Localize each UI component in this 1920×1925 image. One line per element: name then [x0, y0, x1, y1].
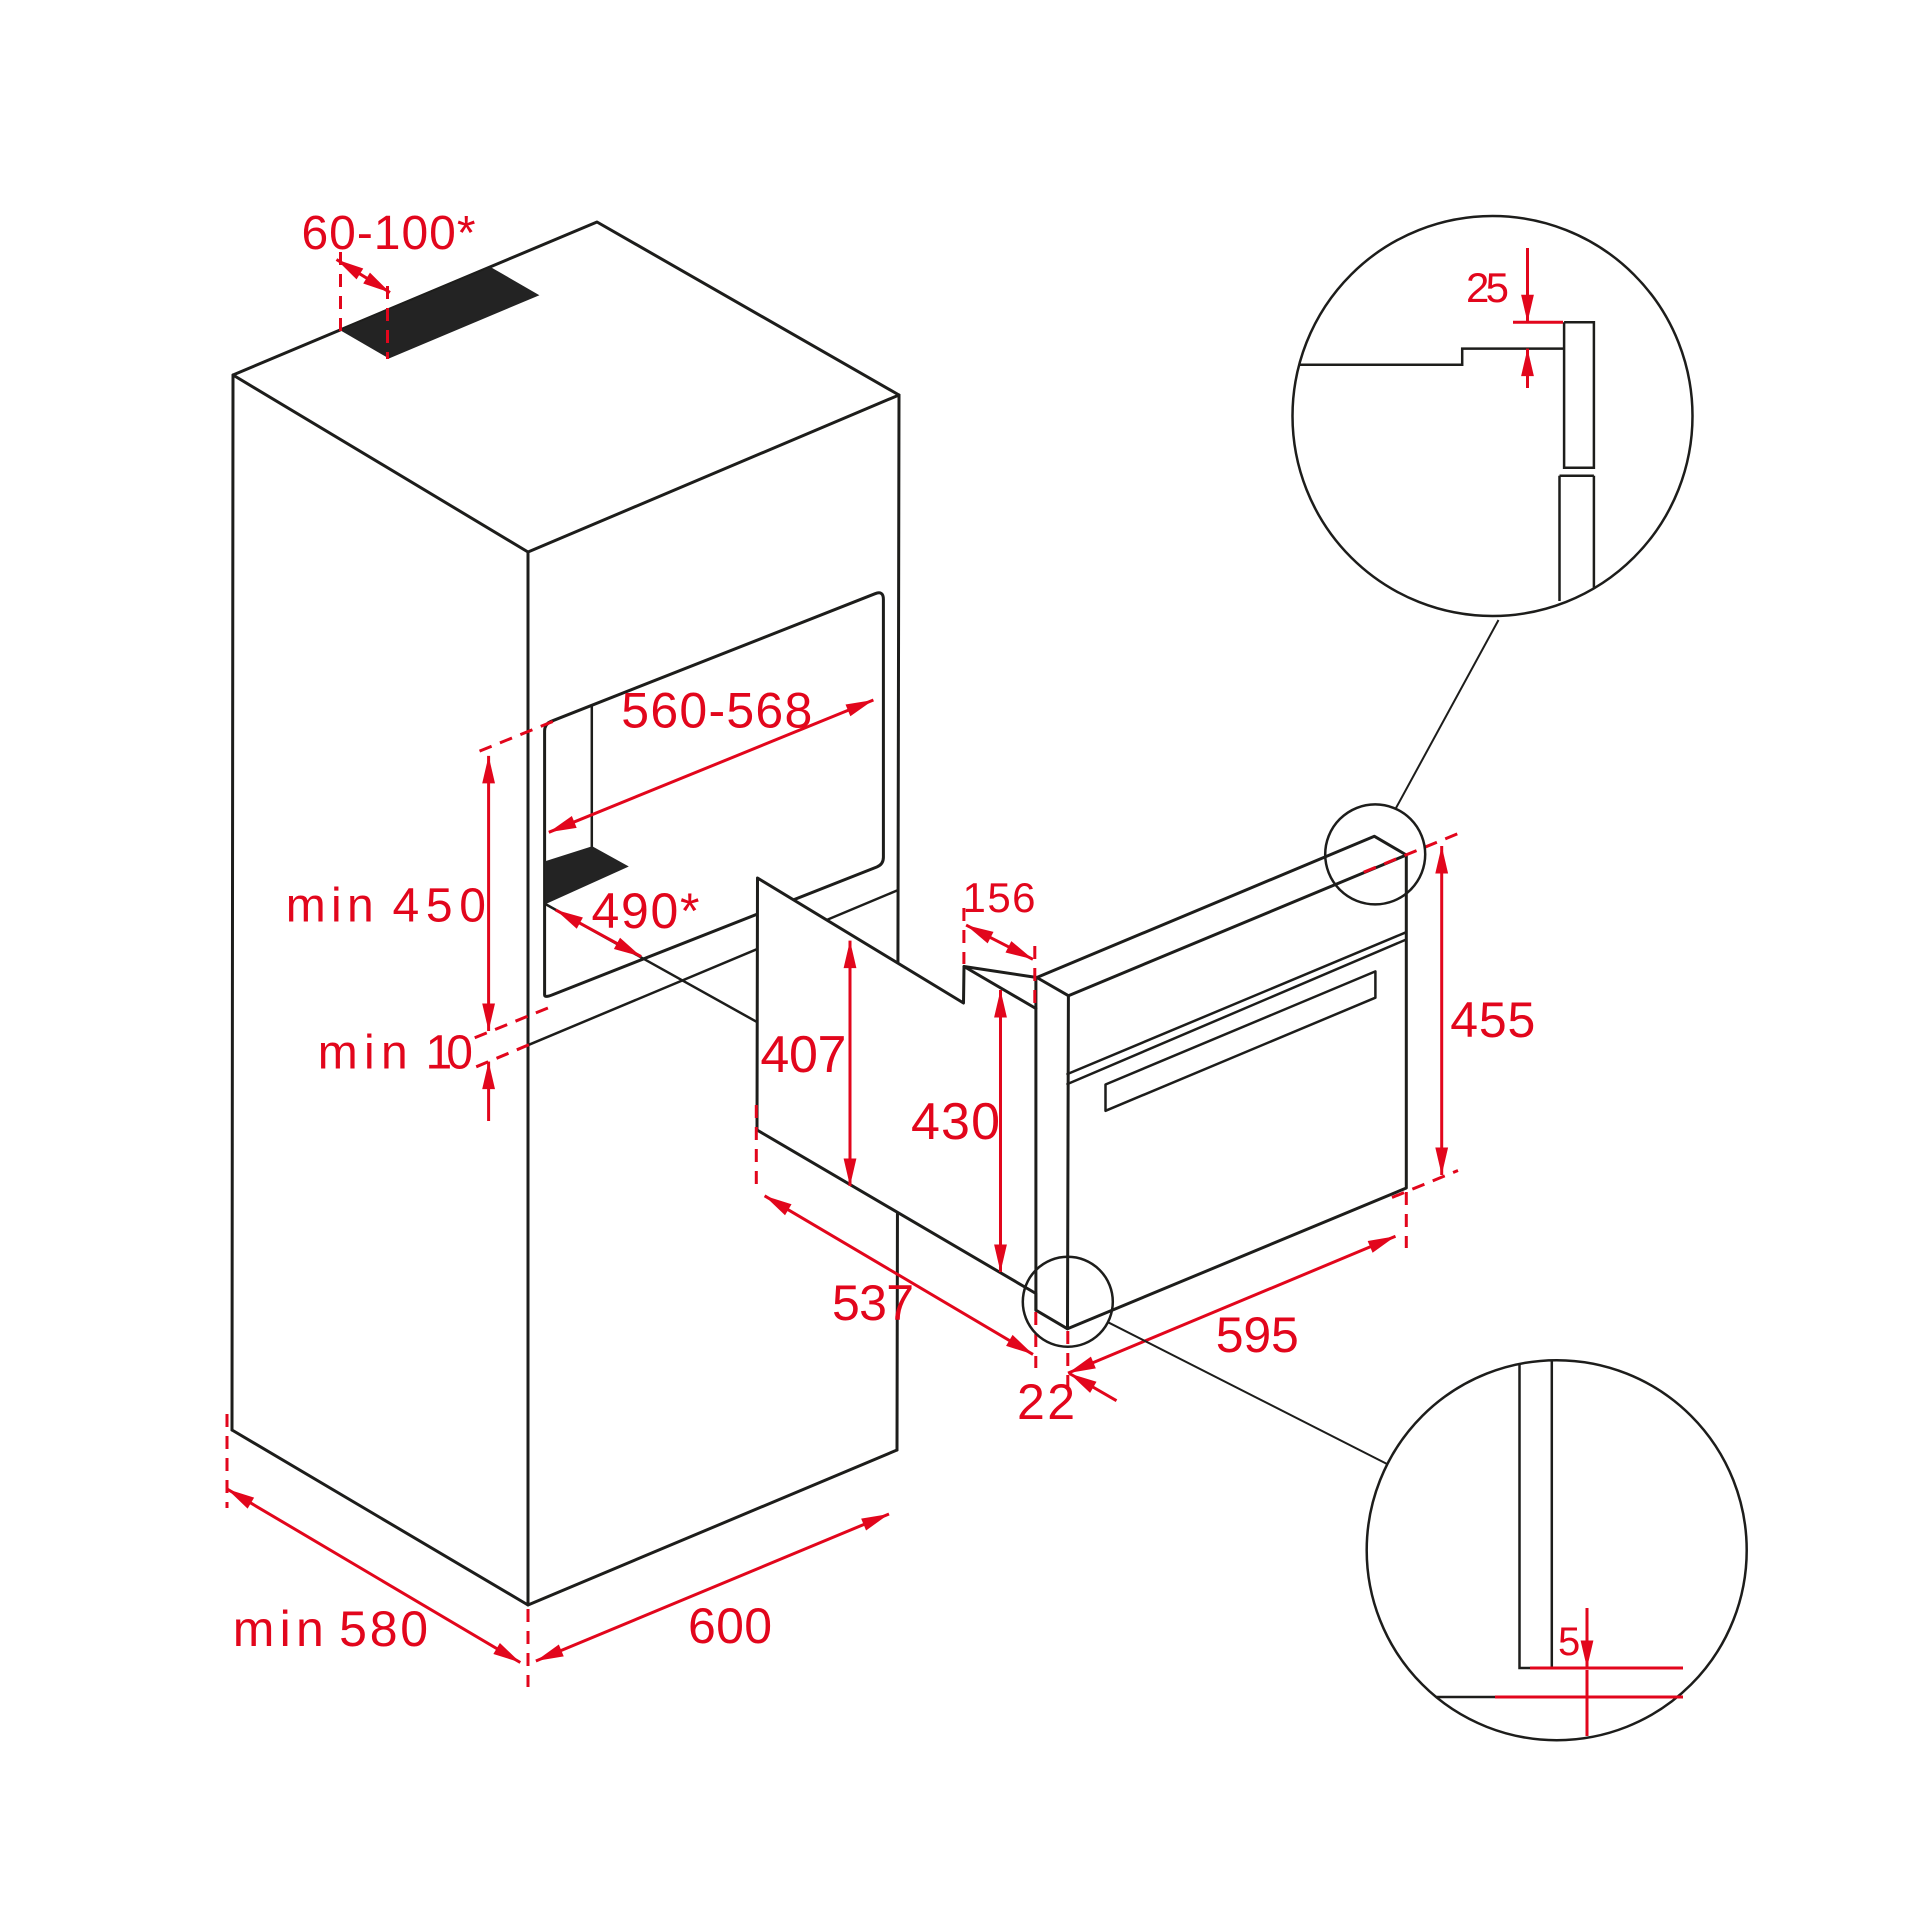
svg-text:min: min: [233, 1601, 324, 1657]
svg-text:22: 22: [1017, 1374, 1075, 1430]
svg-text:560-568: 560-568: [621, 683, 812, 739]
svg-text:595: 595: [1216, 1307, 1299, 1363]
svg-text:537: 537: [832, 1275, 914, 1331]
svg-text:5: 5: [1558, 1620, 1580, 1664]
svg-text:430: 430: [911, 1093, 1000, 1151]
svg-text:407: 407: [760, 1026, 846, 1084]
svg-text:60-100*: 60-100*: [302, 207, 476, 260]
svg-text:min: min: [286, 880, 374, 933]
svg-text:min: min: [318, 1026, 408, 1079]
svg-text:25: 25: [1466, 264, 1509, 311]
svg-text:600: 600: [688, 1598, 772, 1654]
svg-text:450: 450: [393, 880, 487, 933]
svg-text:10: 10: [426, 1026, 473, 1079]
svg-text:490*: 490*: [592, 883, 700, 939]
svg-text:580: 580: [339, 1601, 428, 1657]
svg-text:455: 455: [1450, 992, 1535, 1048]
svg-text:156: 156: [963, 874, 1036, 921]
